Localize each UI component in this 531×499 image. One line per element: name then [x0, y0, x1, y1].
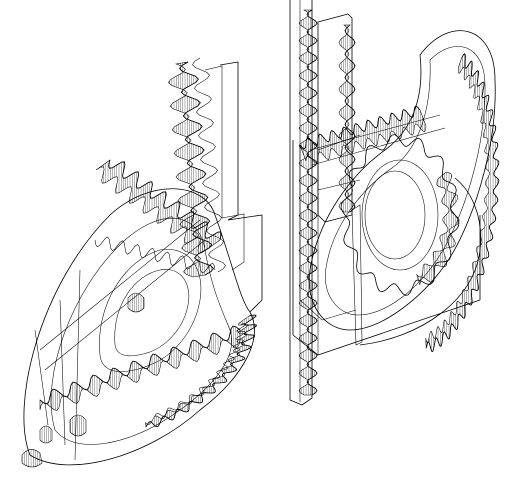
left-side-lines: [34, 219, 206, 461]
left-bottom-wave-hatch: [39, 325, 241, 411]
right-inner-hub: [361, 159, 439, 271]
right-diag-lines: [309, 114, 446, 191]
left-gear-teeth-hatch: [145, 314, 257, 428]
left-diagonal-rack-hatch: [95, 159, 222, 254]
left-housing-mid: [99, 249, 202, 372]
left-l-plate-inner: [204, 65, 245, 271]
left-diagonal-rack-2: [94, 236, 216, 274]
right-inner-gear-hatch: [416, 172, 460, 285]
left-housing-inner: [50, 217, 232, 445]
right-ring-teeth-hatch: [425, 53, 500, 352]
left-tooth-c: [127, 292, 145, 313]
left-l-plate: [219, 61, 263, 313]
right-housing-outer: [308, 30, 496, 331]
left-gear-assembly[interactable]: [21, 57, 263, 468]
right-inner-hub-2: [364, 170, 426, 260]
right-housing-inner: [325, 46, 486, 316]
center-rack-short-hatch: [338, 24, 356, 213]
left-housing-outer: [23, 188, 255, 466]
left-tooth-a: [69, 414, 87, 437]
left-tooth-b: [39, 425, 53, 444]
center-frame-box: [351, 204, 363, 346]
center-rack-group[interactable]: [289, 0, 481, 406]
right-inner-gear: [340, 134, 460, 296]
left-housing-mid2: [114, 269, 190, 357]
right-diagonal-rack-hatch: [299, 105, 427, 164]
left-tooth-d: [21, 449, 43, 468]
center-rack-tall-hatch: [298, 9, 318, 396]
right-gear-assembly[interactable]: [299, 30, 500, 352]
